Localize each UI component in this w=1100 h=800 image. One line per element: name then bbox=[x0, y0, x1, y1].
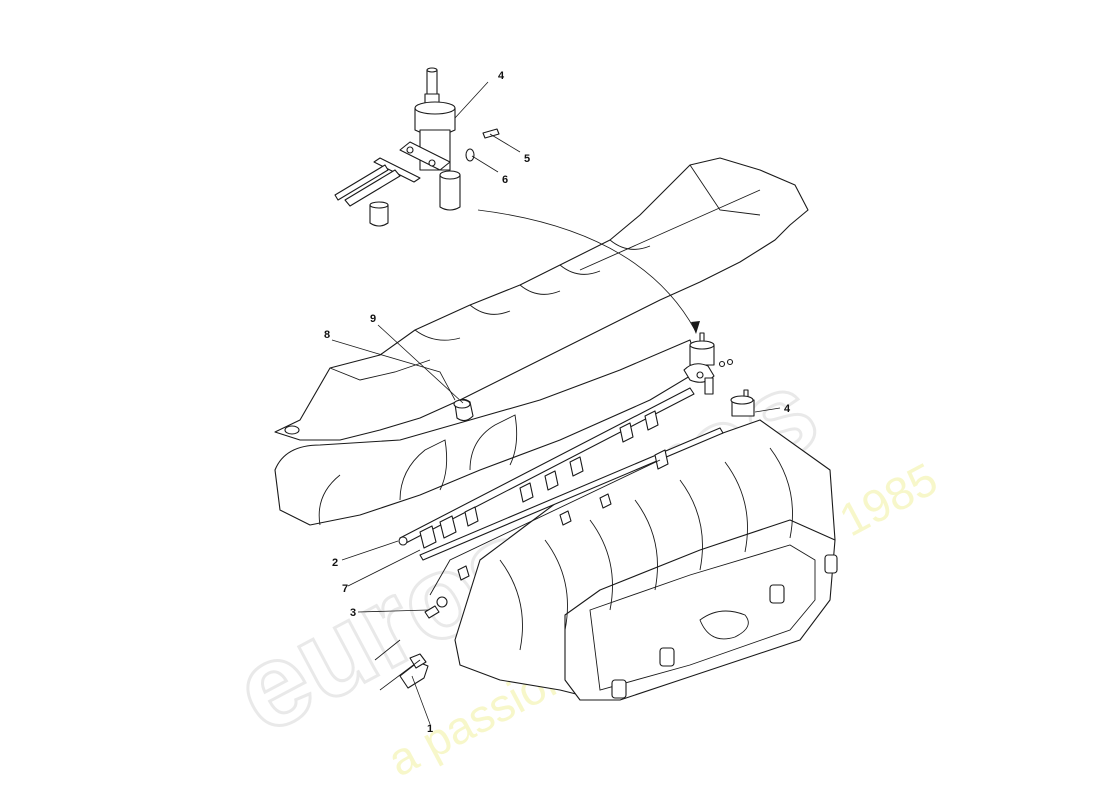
callout-7: 7 bbox=[342, 583, 348, 595]
callout-5: 5 bbox=[524, 153, 530, 165]
callout-1: 1 bbox=[427, 723, 433, 735]
callout-4-bottom: 4 bbox=[784, 403, 791, 415]
engine-cover bbox=[274, 157, 809, 526]
callout-labels: 4 5 6 8 9 4 2 7 3 1 bbox=[324, 70, 791, 735]
pressure-regulator-installed bbox=[683, 332, 755, 417]
assembly-arrow bbox=[477, 209, 700, 334]
callout-4-top: 4 bbox=[498, 70, 505, 82]
sensor-part bbox=[374, 639, 429, 691]
bolt-part bbox=[424, 596, 448, 619]
fuel-rail-assembly bbox=[398, 387, 724, 596]
pressure-regulator-exploded bbox=[334, 67, 500, 227]
callout-9: 9 bbox=[370, 313, 376, 325]
callout-8: 8 bbox=[324, 329, 330, 341]
filler-cap bbox=[453, 398, 474, 422]
leader-lines bbox=[331, 81, 781, 725]
callout-3: 3 bbox=[350, 607, 356, 619]
callout-6: 6 bbox=[502, 174, 508, 186]
callout-2: 2 bbox=[332, 557, 338, 569]
intake-manifold bbox=[454, 419, 838, 701]
